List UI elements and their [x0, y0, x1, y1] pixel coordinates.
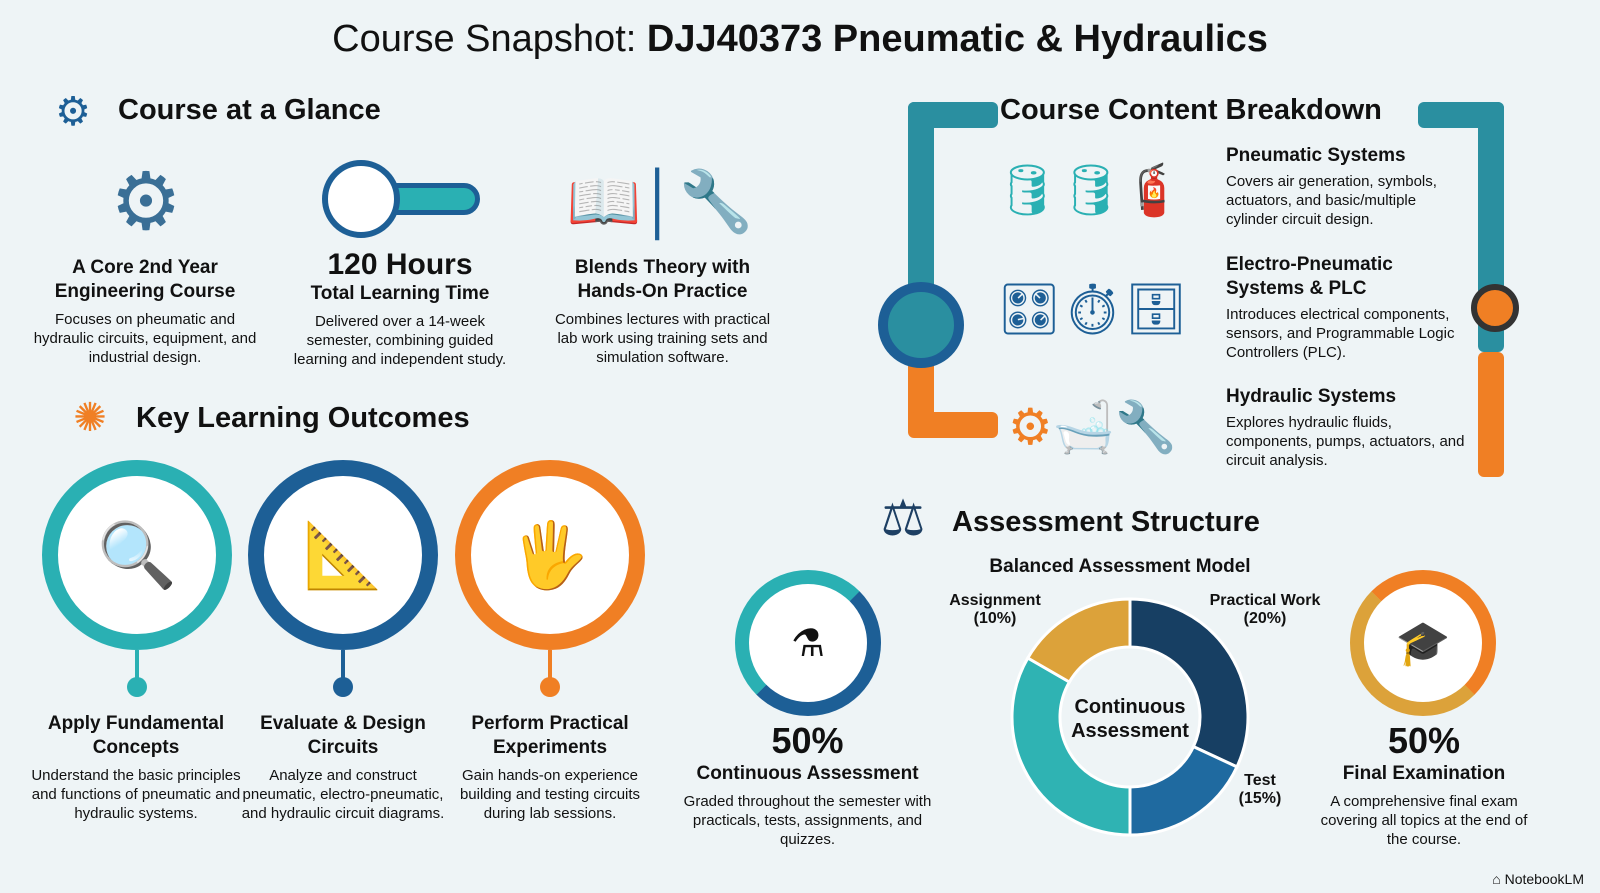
legend-assignment: Assignment(10%)	[949, 592, 1041, 627]
plc-sensor-icons: 🎛⏱🗄	[997, 280, 1188, 337]
glance-item-3: Blends Theory with Hands-On Practice Com…	[554, 257, 771, 366]
compressor-icons: 🛢🛢🧯	[995, 161, 1185, 218]
donut-segment-assignment	[1025, 597, 1132, 685]
continuous-icon-ring: ⚗	[735, 570, 881, 716]
outcome-2: Evaluate & Design Circuits Analyze and c…	[241, 713, 445, 822]
outcome-1-icon-ring: 🔍	[42, 460, 232, 650]
glance-heading: Course at a Glance	[118, 94, 381, 126]
content-item-2: Electro-Pneumatic Systems & PLC Introduc…	[1226, 254, 1455, 361]
outcomes-heading: Key Learning Outcomes	[136, 402, 470, 434]
valve-wheel-icon	[878, 282, 964, 368]
page-title: Course Snapshot: DJJ40373 Pneumatic & Hy…	[332, 18, 1268, 60]
donut-center-label: Continuous Assessment	[1071, 696, 1189, 742]
hydraulic-pump-icons: ⚙🛁🔧	[1007, 399, 1178, 455]
network-icon: ✺	[73, 396, 107, 440]
valve-icon	[1471, 284, 1519, 332]
assessment-heading: Assessment Structure	[952, 506, 1260, 538]
final-block: 50% Final Examination A comprehensive fi…	[1320, 720, 1528, 848]
scales-icon: ⚖	[880, 490, 926, 546]
donut-segment-other	[1010, 655, 1132, 837]
glance-item-1: A Core 2nd Year Engineering Course Focus…	[33, 257, 257, 366]
glance-item-2: 120 Hours Total Learning Time Delivered …	[293, 248, 507, 368]
content-item-1: Pneumatic Systems Covers air generation,…	[1226, 145, 1437, 228]
assessment-donut	[1010, 597, 1250, 837]
final-icon-ring: 🎓	[1350, 570, 1496, 716]
outcome-3: Perform Practical Experiments Gain hands…	[459, 713, 641, 822]
donut-segment-practical-work	[1128, 597, 1250, 769]
outcome-2-icon-ring: 📐	[248, 460, 438, 650]
book-and-tools-icon: 📖│🔧	[566, 167, 754, 235]
content-item-3: Hydraulic Systems Explores hydraulic flu…	[1226, 386, 1465, 469]
clock-progress-icon	[322, 160, 482, 240]
pipe-frame	[868, 92, 1528, 482]
outcome-3-icon-ring: 🖐	[455, 460, 645, 650]
gear-icon: ⚙	[110, 156, 182, 246]
outcome-1: Apply Fundamental Concepts Understand th…	[31, 713, 241, 822]
assessment-subtitle: Balanced Assessment Model	[989, 556, 1251, 577]
donut-segment-test	[1128, 744, 1239, 837]
notebooklm-brand: ⌂ NotebookLM	[1492, 871, 1584, 887]
continuous-block: 50% Continuous Assessment Graded through…	[683, 720, 932, 848]
legend-practical: Practical Work(20%)	[1209, 592, 1321, 627]
content-heading: Course Content Breakdown	[1000, 94, 1382, 126]
gear-circuit-icon: ⚙	[55, 90, 91, 134]
legend-test: Test(15%)	[1238, 772, 1282, 807]
